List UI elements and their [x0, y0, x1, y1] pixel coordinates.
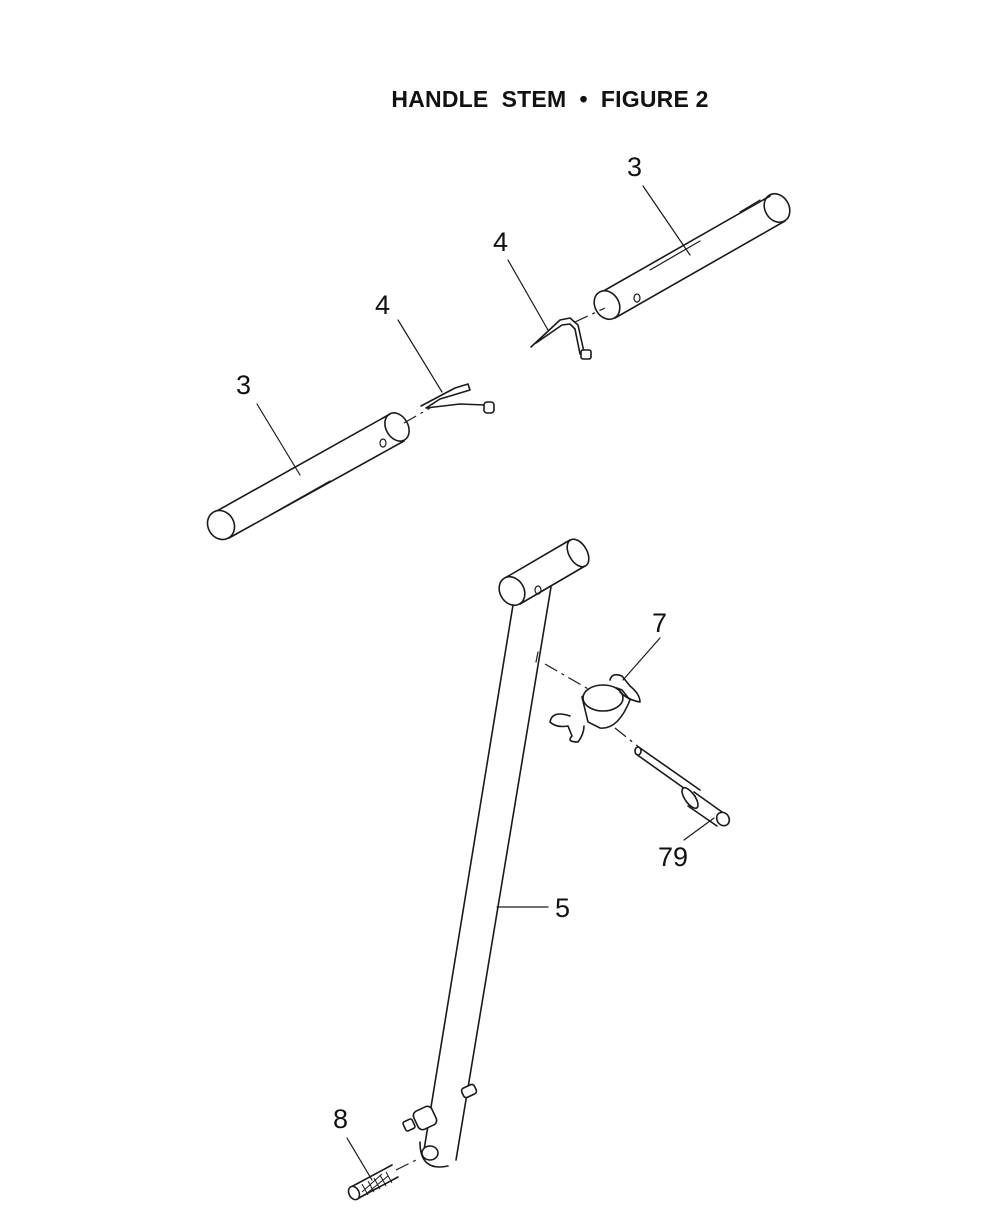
leader-3-lower — [256, 403, 301, 476]
callout-3-upper: 3 — [627, 152, 642, 182]
fork-clip — [549, 673, 641, 743]
main-stem — [402, 538, 590, 1168]
callout-79: 79 — [658, 842, 688, 872]
leader-79 — [683, 817, 715, 841]
lower-clip-centerline — [403, 407, 431, 424]
callout-8: 8 — [333, 1104, 348, 1134]
callout-7: 7 — [652, 608, 667, 638]
leader-4-upper — [507, 259, 549, 331]
callout-5: 5 — [555, 893, 570, 923]
leader-4-lower — [397, 319, 443, 393]
leader-7 — [622, 637, 661, 681]
leader-3-upper — [642, 185, 691, 256]
lower-spring-clip — [420, 383, 495, 414]
lower-handle-tube — [206, 412, 410, 541]
upper-handle-tube — [593, 192, 791, 321]
pivot-pin — [614, 727, 731, 827]
leader-8 — [346, 1137, 373, 1181]
callout-3-lower: 3 — [236, 370, 251, 400]
upper-spring-clip — [530, 317, 592, 360]
upper-clip-centerline — [574, 307, 606, 323]
callout-4-upper: 4 — [493, 227, 508, 257]
callout-4-lower: 4 — [375, 290, 390, 320]
fork-clip-centerline — [544, 663, 591, 691]
threaded-stud — [347, 1157, 421, 1201]
figure-title: HANDLE STEM • FIGURE 2 — [391, 86, 709, 112]
